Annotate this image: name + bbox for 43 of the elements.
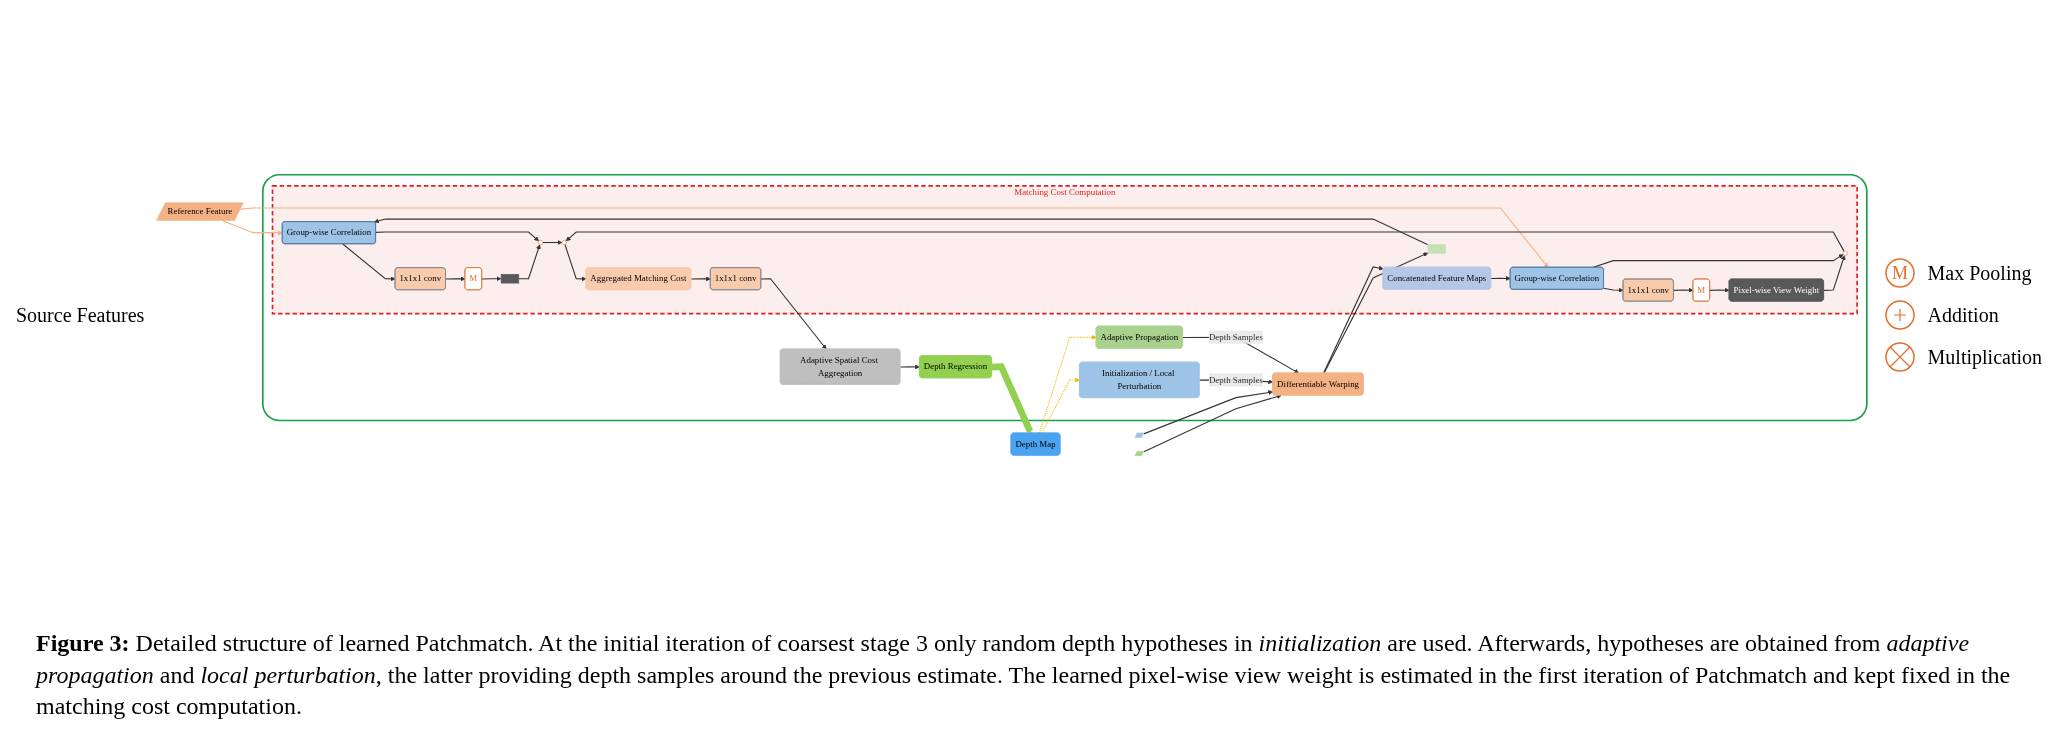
node-circle (538, 240, 544, 245)
edge-label: Depth Samples (1209, 332, 1264, 342)
arrow (1592, 254, 1844, 268)
arrow (1823, 255, 1846, 291)
arrow (1041, 377, 1081, 434)
arrow (1143, 394, 1282, 453)
node-parallelogram (1134, 451, 1145, 456)
legend-label: Multiplication (1927, 345, 2042, 369)
node-circle (562, 240, 568, 245)
arrow (566, 231, 1845, 252)
arrow (1709, 287, 1730, 293)
arrow (222, 220, 283, 236)
arrow (690, 276, 712, 282)
arrow (518, 244, 541, 280)
arrow (1673, 287, 1694, 293)
legend-label: Max Pooling (1927, 261, 2032, 285)
arrow (481, 276, 502, 282)
side-label: Source Features (16, 303, 145, 327)
arrow (992, 363, 1034, 434)
node-circle (1843, 250, 1848, 256)
arrow (760, 278, 827, 350)
arrow (342, 243, 396, 282)
arrow (564, 244, 587, 282)
cluster (262, 173, 1868, 422)
arrow (445, 276, 466, 282)
node-parallelogram (1134, 432, 1145, 438)
arrow (1603, 287, 1624, 293)
arrow (240, 207, 1549, 268)
node-box (501, 274, 520, 284)
arrow (1323, 265, 1384, 374)
legend-label: Addition (1927, 303, 1999, 327)
node-box (1427, 244, 1447, 254)
figure-caption: Figure 3: Detailed structure of learned Patchmatch. At the initial iteration of coarsest stage 3 only random depth hypotheses in initialization are used. Afterwards, hypotheses are obtained from adaptive propagation and local perturbation, the latter providing depth samples around the previous estimate. The learned pixel-wise view weight is estimated in the first iteration of Patchmatch and kept fixed in the matching cost computation. (33, 629, 2012, 721)
arrow (374, 218, 1429, 246)
arrow (1143, 390, 1274, 435)
max-pooling-icon: M (1883, 257, 1916, 290)
arrow (375, 231, 540, 242)
arrow (542, 240, 563, 245)
arrow (1490, 276, 1511, 281)
arrow (1039, 335, 1097, 434)
arrow (900, 364, 921, 370)
edge-label: Depth Samples (1209, 374, 1264, 385)
arrow (1323, 252, 1429, 374)
